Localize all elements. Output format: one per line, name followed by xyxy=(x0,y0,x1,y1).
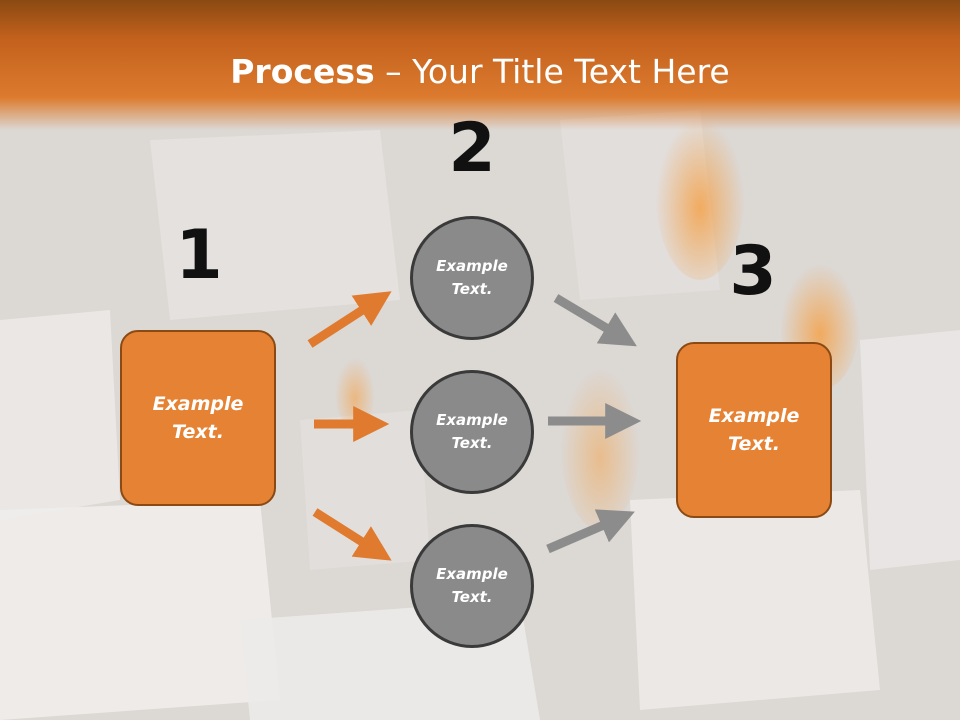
circle-bottom-label: Example Text. xyxy=(436,564,508,606)
slide-title: Process – Your Title Text Here xyxy=(0,52,960,91)
circle-middle: Example Text. xyxy=(410,370,534,494)
title-bold: Process xyxy=(230,52,375,91)
title-bar xyxy=(0,0,960,130)
step-number-1: 1 xyxy=(175,216,223,295)
step-number-3: 3 xyxy=(729,232,777,311)
step-3-box: Example Text. xyxy=(676,342,832,518)
circle-top: Example Text. xyxy=(410,216,534,340)
circle-bottom: Example Text. xyxy=(410,524,534,648)
step-3-label: Example Text. xyxy=(708,404,800,456)
step-number-2: 2 xyxy=(448,109,496,188)
step-1-box: Example Text. xyxy=(120,330,276,506)
circle-middle-label: Example Text. xyxy=(436,410,508,452)
circle-top-label: Example Text. xyxy=(436,256,508,298)
title-rest: – Your Title Text Here xyxy=(374,52,730,91)
step-1-label: Example Text. xyxy=(152,392,244,444)
